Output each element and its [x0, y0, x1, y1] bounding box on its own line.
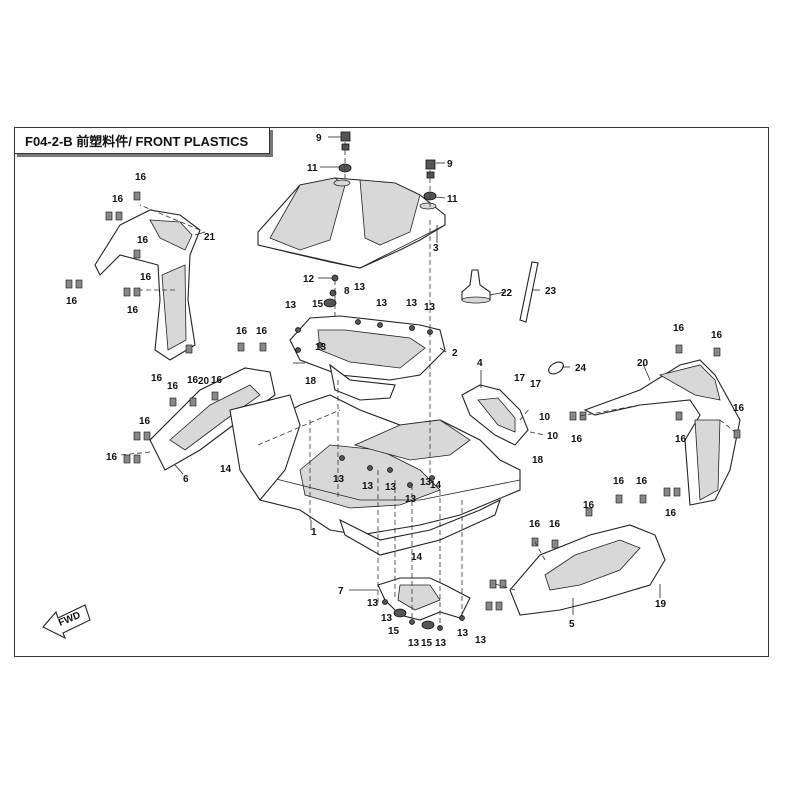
callout-5: 5: [569, 619, 575, 630]
callout-13-q: 13: [475, 635, 487, 646]
callout-16-n: 16: [106, 452, 118, 463]
callout-3: 3: [433, 243, 439, 254]
part-20-right-fender: [583, 359, 741, 506]
fastener-9-11-right: [423, 159, 437, 210]
callout-17-a: 17: [514, 373, 526, 384]
callout-16-a: 16: [135, 172, 147, 183]
callout-2: 2: [452, 348, 458, 359]
part-23-breather-tube: [519, 261, 539, 323]
callout-8: 8: [344, 286, 350, 297]
callout-13-k: 13: [420, 477, 432, 488]
callout-16-y: 16: [549, 519, 561, 530]
callout-4: 4: [477, 358, 483, 369]
callout-16-r: 16: [571, 434, 583, 445]
callout-16-x: 16: [529, 519, 541, 530]
callout-1: 1: [311, 527, 317, 538]
diagram-title-box: F04-2-B 前塑料件/ FRONT PLASTICS: [14, 127, 270, 154]
callout-13-e: 13: [424, 302, 436, 313]
callout-19: 19: [655, 599, 667, 610]
callout-11-a: 11: [307, 163, 318, 174]
callout-16-h: 16: [236, 326, 248, 337]
callout-18-a: 18: [305, 376, 317, 387]
callout-15-a: 15: [312, 299, 324, 310]
callout-13-a: 13: [285, 300, 297, 311]
callout-6: 6: [183, 474, 189, 485]
part-5-right-side-panel: [509, 524, 666, 616]
part-2-storage-tray: [289, 315, 446, 401]
leader-lines: [174, 136, 661, 615]
callout-16-o: 16: [673, 323, 685, 334]
callout-16-g: 16: [151, 373, 163, 384]
callout-13-o: 13: [435, 638, 447, 649]
callout-13-d: 13: [406, 298, 418, 309]
part-22-fuel-cap: [461, 269, 491, 304]
callout-20-b: 20: [637, 358, 649, 369]
callout-16-s: 16: [675, 434, 687, 445]
callout-11-b: 11: [447, 194, 458, 205]
callout-16-e: 16: [66, 296, 78, 307]
callout-16-q: 16: [733, 403, 745, 414]
callout-20-a: 20: [198, 376, 210, 387]
callout-12: 12: [303, 274, 315, 285]
callout-18-b: 18: [532, 455, 544, 466]
callout-9-b: 9: [447, 159, 453, 170]
callout-16-i: 16: [256, 326, 268, 337]
callout-14-c: 14: [411, 552, 423, 563]
callout-10-a: 10: [539, 412, 551, 423]
callout-13-h: 13: [362, 481, 374, 492]
fwd-direction-arrow: FWD: [42, 604, 91, 640]
part-7-lower-guard: [377, 577, 471, 630]
callout-13-n: 13: [408, 638, 420, 649]
callout-16-t: 16: [613, 476, 625, 487]
part-4-grille-bracket: [461, 384, 529, 446]
callout-22: 22: [501, 288, 513, 299]
callout-16-m: 16: [139, 416, 151, 427]
callout-14-a: 14: [220, 464, 232, 475]
part-3-front-hood: [257, 177, 446, 269]
fastener-9-11-left: [338, 131, 352, 180]
callout-17-b: 17: [530, 379, 542, 390]
callout-16-b: 16: [112, 194, 124, 205]
callout-13-i: 13: [385, 482, 397, 493]
callout-24: 24: [575, 363, 587, 374]
callout-13-b: 13: [354, 282, 366, 293]
clip-markers-16: [65, 191, 741, 611]
callout-7: 7: [338, 586, 344, 597]
callout-15-b: 15: [388, 626, 400, 637]
callout-16-c: 16: [137, 235, 149, 246]
callout-13-g: 13: [333, 474, 345, 485]
callout-16-u: 16: [636, 476, 648, 487]
callout-16-d: 16: [140, 272, 152, 283]
callout-16-k: 16: [167, 381, 179, 392]
callout-16-v: 16: [583, 500, 595, 511]
part-24-reflector: [548, 361, 564, 375]
callout-16-w: 16: [665, 508, 677, 519]
callout-21: 21: [204, 232, 216, 243]
callout-16-p: 16: [711, 330, 723, 341]
callout-14-b: 14: [430, 480, 442, 491]
callout-13-p: 13: [457, 628, 469, 639]
callout-13-l: 13: [367, 598, 379, 609]
callout-13-m: 13: [381, 613, 393, 624]
callout-16-l: 16: [187, 375, 199, 386]
fastener-12-8-15: [323, 274, 339, 320]
part-6-left-side-panel: [149, 367, 301, 501]
callout-numbers: 1 2 3 4 5 6 7 8 9 9 10 10 11 11 12 13 13…: [66, 133, 745, 649]
callout-16-f: 16: [127, 305, 139, 316]
callout-13-c: 13: [376, 298, 388, 309]
diagram-title: F04-2-B 前塑料件/ FRONT PLASTICS: [25, 134, 249, 149]
callout-9-a: 9: [316, 133, 322, 144]
callout-10-b: 10: [547, 431, 559, 442]
part-21-left-fender: [94, 209, 201, 361]
callout-15-c: 15: [421, 638, 433, 649]
assembly-guide-lines: [119, 204, 736, 628]
callout-23: 23: [545, 286, 557, 297]
callout-13-j: 13: [405, 494, 417, 505]
callout-16-j: 16: [211, 375, 223, 386]
callout-13-f: 13: [315, 342, 327, 353]
